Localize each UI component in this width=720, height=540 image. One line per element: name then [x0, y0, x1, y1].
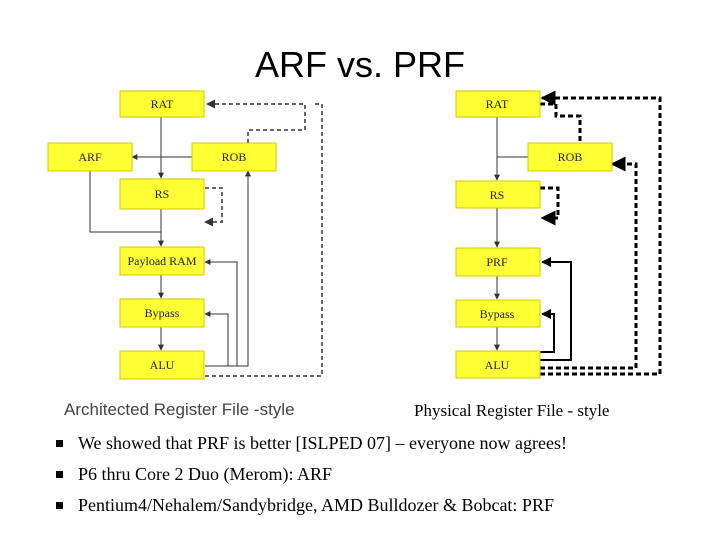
square-bullet-icon [56, 440, 63, 447]
right-bypass-label: Bypass [480, 307, 515, 321]
alu-to-bypass-line-right [540, 309, 555, 353]
arf-to-payload-line [89, 171, 161, 233]
alu-to-bypass-line [204, 311, 229, 367]
prf-caption: Physical Register File - style [414, 401, 610, 420]
left-diagram: RAT ARF ROB RS Payload RAM Bypass ALU [47, 90, 323, 380]
right-prf-box [455, 247, 541, 277]
left-rs-label: RS [155, 187, 170, 201]
left-alu-box [119, 350, 205, 380]
alu-to-prf-line [540, 257, 572, 361]
alu-to-rat-dashed [540, 90, 662, 376]
left-payload-ram-label: Payload RAM [128, 254, 197, 268]
bullet-item: P6 thru Core 2 Duo (Merom): ARF [52, 459, 567, 490]
left-rob-box [191, 142, 277, 172]
left-rs-box [119, 178, 205, 210]
bullet-text: P6 thru Core 2 Duo (Merom): ARF [78, 464, 332, 484]
alu-to-rob-dashed [540, 156, 638, 370]
right-rat-label: RAT [486, 97, 509, 111]
right-rs-label: RS [490, 188, 505, 202]
left-rat-label: RAT [151, 97, 174, 111]
left-alu-label: ALU [150, 358, 175, 372]
left-bypass-box [119, 298, 205, 328]
square-bullet-icon [56, 471, 63, 478]
bullet-item: We showed that PRF is better [ISLPED 07]… [52, 428, 567, 459]
left-bypass-label: Bypass [145, 306, 180, 320]
alu-to-rat-dashed [205, 103, 323, 377]
arf-caption: Architected Register File -style [64, 400, 295, 419]
bullet-list: We showed that PRF is better [ISLPED 07]… [52, 428, 567, 521]
rat-to-rob-dashed [540, 102, 582, 143]
right-rob-box [527, 142, 613, 172]
left-rat-box [119, 90, 205, 118]
bullet-text: We showed that PRF is better [ISLPED 07]… [78, 433, 567, 453]
bullet-item: Pentium4/Nehalem/Sandybridge, AMD Bulldo… [52, 490, 567, 521]
right-rat-box [455, 90, 541, 118]
right-prf-label: PRF [486, 255, 508, 269]
arf-vs-prf-diagram: RAT ARF ROB RS Payload RAM Bypass ALU RA… [47, 90, 662, 380]
left-payload-ram-box [119, 246, 205, 276]
left-arf-label: ARF [78, 150, 102, 164]
rob-to-rat-dashed [206, 99, 306, 143]
bullet-text: Pentium4/Nehalem/Sandybridge, AMD Bulldo… [78, 495, 554, 515]
right-rob-label: ROB [558, 150, 583, 164]
right-alu-box [455, 350, 541, 379]
right-rs-box [455, 180, 541, 209]
left-rob-label: ROB [222, 150, 247, 164]
left-arf-box [47, 142, 133, 172]
right-bypass-box [455, 299, 541, 328]
rs-wakeup-dashed [204, 187, 223, 227]
square-bullet-icon [56, 502, 63, 509]
slide-title: ARF vs. PRF [254, 44, 465, 85]
right-diagram: RAT ROB RS PRF Bypass ALU [455, 90, 662, 379]
alu-to-rob-line [205, 170, 251, 367]
rs-wakeup-dashed-right [540, 186, 560, 226]
right-alu-label: ALU [485, 358, 510, 372]
